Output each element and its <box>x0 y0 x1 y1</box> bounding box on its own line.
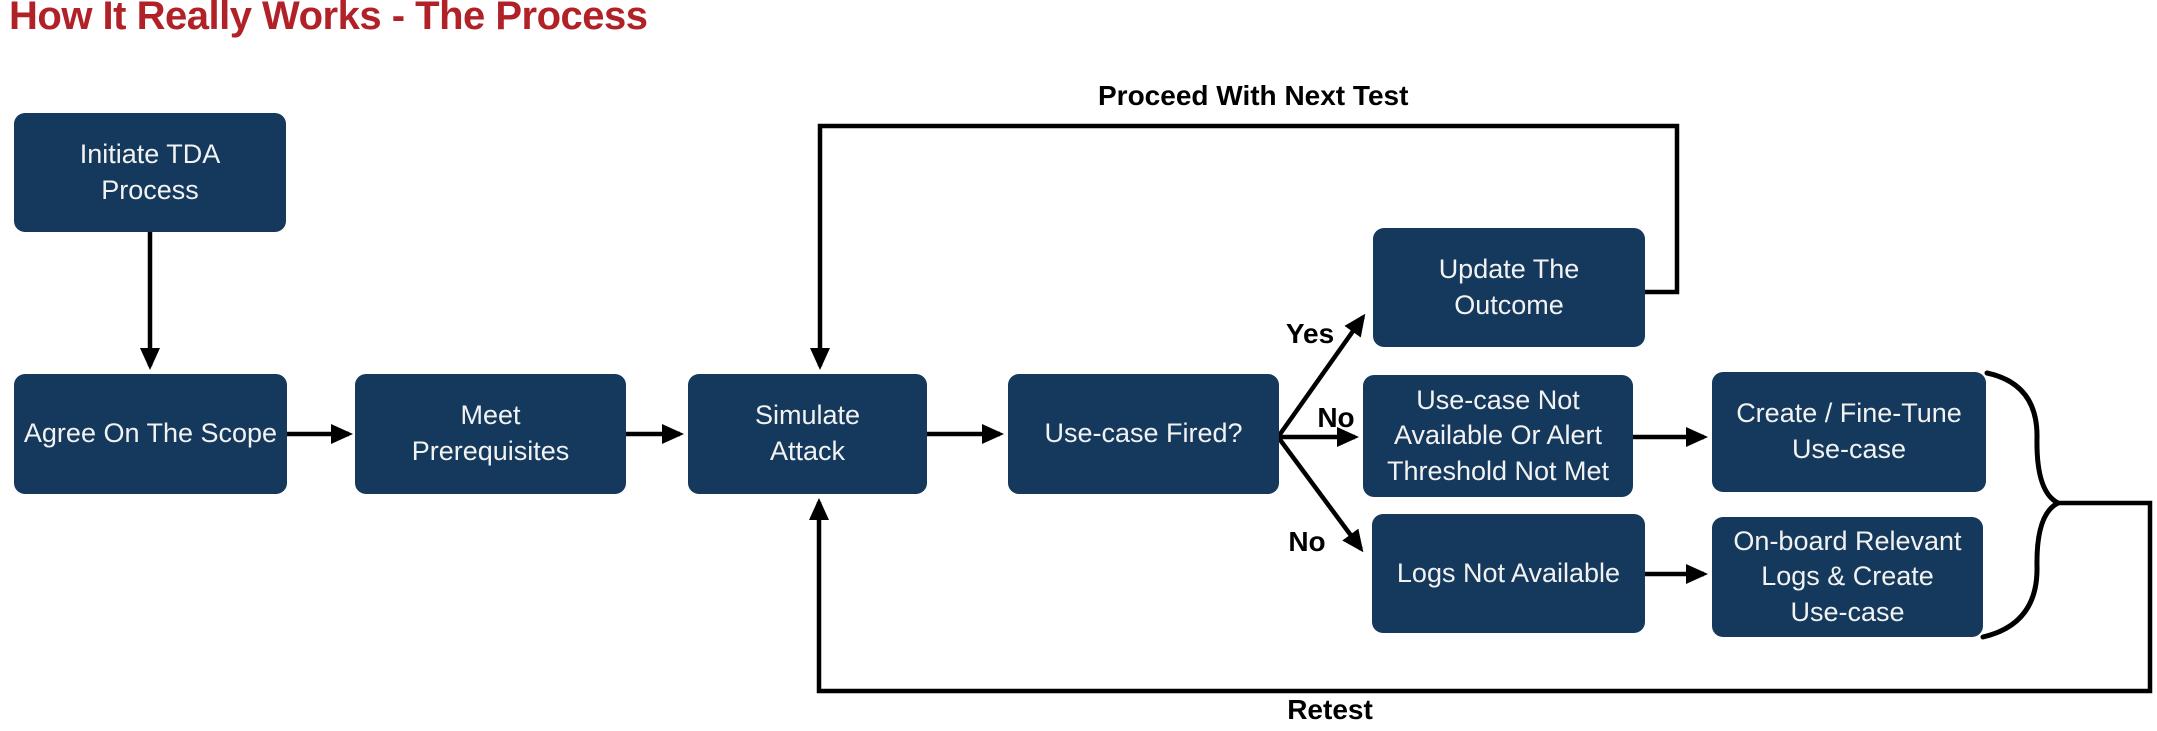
node-label-line: Attack <box>769 436 846 466</box>
node-agree-on-the-scope: Agree On The Scope <box>14 374 287 494</box>
node-label-line: Outcome <box>1454 289 1564 320</box>
node-meet-prerequisites: Meet Prerequisites <box>355 374 626 494</box>
node-onboard-relevant-logs-and-create-use-case: On-board Relevant Logs & Create Use-case <box>1712 517 1983 637</box>
node-label-line: Create / Fine-Tune <box>1736 398 1962 429</box>
node-label-line: Available Or Alert <box>1393 420 1603 451</box>
node-label-line: Use-case <box>1791 434 1907 464</box>
node-label-line: Update The <box>1438 253 1580 284</box>
node-update-the-outcome: Update The Outcome <box>1373 228 1645 347</box>
node-use-case-fired: Use-case Fired? <box>1008 374 1279 494</box>
edge-label-retest: Retest <box>1287 694 1373 725</box>
node-logs-not-available: Logs Not Available <box>1372 514 1645 633</box>
node-simulate-attack: Simulate Attack <box>688 374 927 494</box>
page-title: How It Really Works - The Process <box>9 0 648 38</box>
node-label-line: Threshold Not Met <box>1386 455 1610 486</box>
node-use-case-not-available-or-alert-threshold-not-met: Use-case Not Available Or Alert Threshol… <box>1363 375 1633 497</box>
node-label-line: Logs & Create <box>1761 561 1934 592</box>
node-label-line: Prerequisites <box>411 436 570 466</box>
brace-top-leg <box>1984 370 2061 506</box>
edge-label-no-middle: No <box>1317 402 1355 433</box>
edge-label-yes: Yes <box>1285 318 1335 349</box>
node-label-line: Use-case Not <box>1416 384 1580 415</box>
node-label-line: Initiate TDA <box>79 138 221 169</box>
node-label-line: Meet <box>460 400 521 431</box>
brace-bottom-leg <box>1980 500 2061 640</box>
node-label-line: On-board Relevant <box>1733 525 1962 556</box>
node-create-fine-tune-use-case: Create / Fine-Tune Use-case <box>1712 372 1986 492</box>
node-label-line: Agree On The Scope <box>23 418 278 449</box>
node-label-line: Process <box>101 174 199 205</box>
node-label-line: Simulate <box>754 400 861 431</box>
node-label-line: Use-case <box>1790 596 1905 627</box>
node-initiate-tda-process: Initiate TDA Process <box>14 113 286 232</box>
edge-label-proceed-with-next-test: Proceed With Next Test <box>1098 80 1409 111</box>
node-label-line: Logs Not Available <box>1396 557 1621 588</box>
edge-label-no-bottom: No <box>1288 526 1326 557</box>
node-label-line: Use-case Fired? <box>1044 418 1243 449</box>
